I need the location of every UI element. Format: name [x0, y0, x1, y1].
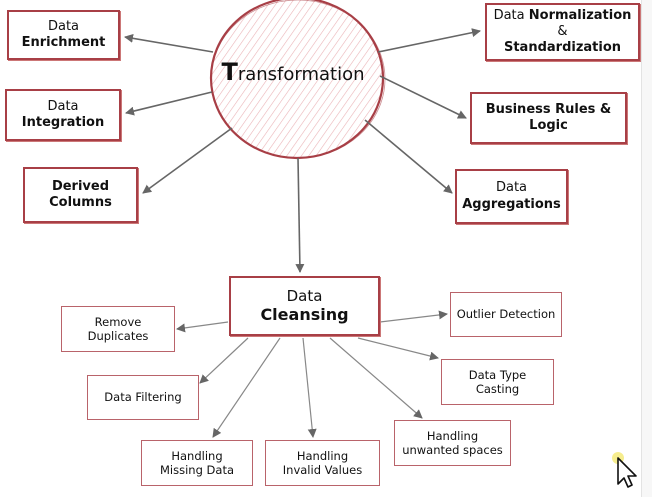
node-derived-columns: Derived Columns — [23, 167, 138, 223]
node-line1: Data Normalization & — [493, 7, 632, 39]
arrow-to-derived — [142, 127, 233, 194]
node-data-cleansing: Data Cleansing — [229, 276, 380, 336]
node-line1: Business Rules & — [485, 101, 612, 117]
arrow-to-data-filtering — [199, 337, 249, 384]
node-line1: Handling — [426, 428, 479, 443]
right-edge-strip — [641, 0, 652, 497]
arrow-to-unwanted-spaces — [329, 337, 423, 419]
node-line1: Data — [286, 286, 323, 305]
node-line2: Columns — [49, 195, 112, 210]
node-line1: Handling — [296, 448, 349, 463]
node-line1: Handling — [171, 448, 223, 463]
arrow-to-outlier — [379, 310, 448, 323]
arrow-to-aggregations — [364, 119, 453, 194]
node-line2: Aggregations — [462, 196, 561, 212]
node-handling-missing-data: Handling Missing Data — [141, 440, 253, 486]
node-line2: Cleansing — [260, 305, 349, 325]
node-line1: Derived — [51, 178, 110, 194]
node-line1: Data — [495, 180, 528, 196]
node-line1: Data Filtering — [104, 390, 182, 405]
node-handling-invalid-values: Handling Invalid Values — [265, 440, 380, 486]
node-line2: Integration — [21, 115, 105, 130]
node-data-enrichment: Data Enrichment — [7, 10, 120, 60]
node-data-filtering: Data Filtering — [87, 375, 199, 420]
transformation-rest: ransformation — [237, 64, 365, 85]
node-data-normalization: Data Normalization & Standardization — [485, 3, 640, 61]
node-business-rules: Business Rules & Logic — [470, 92, 627, 144]
node-line1: Data — [47, 98, 79, 114]
node-line1: Data Type — [468, 367, 527, 382]
node-line2: Casting — [475, 382, 520, 396]
transformation-label: Transformation — [208, 58, 378, 86]
node-data-aggregations: Data Aggregations — [455, 169, 568, 224]
arrow-to-integration — [125, 91, 213, 116]
arrow-to-business — [379, 75, 467, 119]
node-data-type-casting: Data Type Casting — [441, 359, 554, 405]
arrow-to-remove-duplicates — [176, 321, 229, 333]
node-outlier-detection: Outlier Detection — [450, 292, 562, 337]
node-line2: unwanted spaces — [402, 443, 503, 457]
node-line1: Outlier Detection — [456, 307, 556, 322]
node-data-integration: Data Integration — [5, 89, 121, 141]
node-line2: Duplicates — [87, 329, 149, 343]
node-line2: Invalid Values — [282, 463, 363, 477]
arrow-to-cleansing — [295, 157, 305, 273]
node-line2: Enrichment — [21, 35, 106, 50]
arrow-to-invalid-values — [302, 337, 317, 438]
arrow-to-type-casting — [357, 337, 439, 361]
node-line2: Standardization — [503, 40, 622, 56]
node-line1: Data — [47, 18, 80, 34]
node-line2: Logic — [529, 118, 568, 133]
mouse-cursor-icon — [612, 452, 637, 488]
transformation-first-letter: T — [221, 58, 238, 86]
arrow-to-normalization — [377, 28, 481, 53]
node-remove-duplicates: Remove Duplicates — [61, 306, 175, 352]
node-line2: Missing Data — [160, 463, 234, 477]
node-handling-unwanted-spaces: Handling unwanted spaces — [394, 420, 511, 466]
arrow-to-enrichment — [124, 33, 214, 53]
arrow-to-missing-data — [212, 337, 281, 438]
node-line1: Remove — [94, 314, 142, 329]
